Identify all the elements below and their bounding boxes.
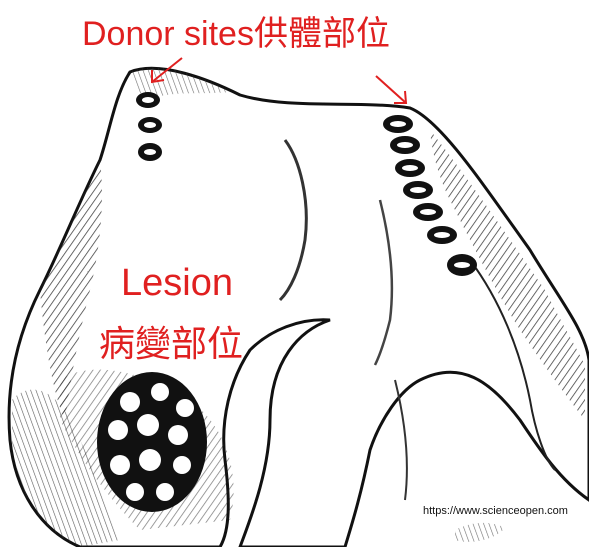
lesion-label-zh: 病變部位: [99, 315, 243, 367]
source-credit: https://www.scienceopen.com: [423, 505, 568, 517]
lesion-graft-icon: [97, 372, 207, 512]
bottom-smudge: [455, 523, 505, 542]
donor-sites-label-en: Donor sites: [82, 15, 254, 53]
lesion-label-en: Lesion: [121, 262, 233, 305]
donor-plugs-left: [136, 92, 162, 161]
donor-sites-label-zh: 供體部位: [254, 15, 390, 53]
donor-sites-label: Donor sites供體部位: [82, 6, 390, 55]
donor-arrow-icon: [376, 76, 406, 103]
